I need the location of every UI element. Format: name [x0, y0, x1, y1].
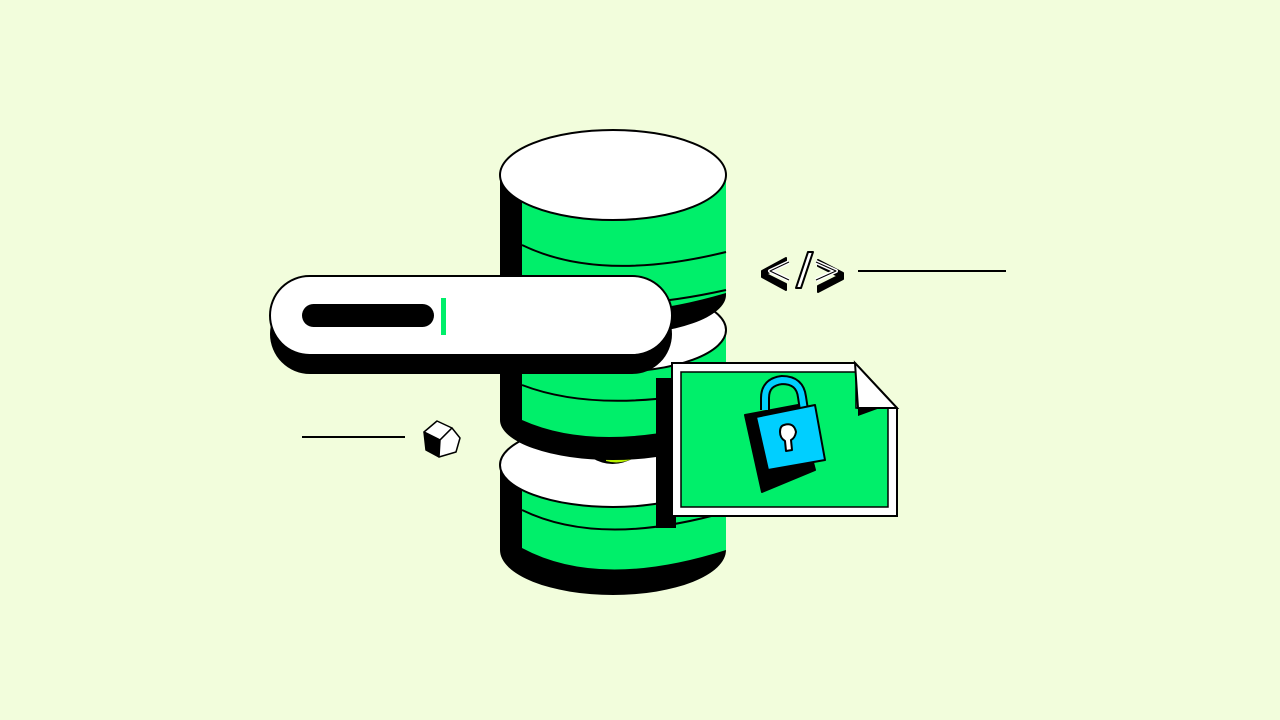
locked-document-icon: [656, 360, 900, 528]
code-tag-icon: [761, 251, 844, 293]
text-cursor: [441, 298, 446, 335]
cube-icon: [423, 420, 461, 458]
search-bar-icon: [269, 275, 673, 374]
search-text-placeholder-bar: [302, 304, 434, 327]
padlock-icon: [744, 375, 826, 493]
